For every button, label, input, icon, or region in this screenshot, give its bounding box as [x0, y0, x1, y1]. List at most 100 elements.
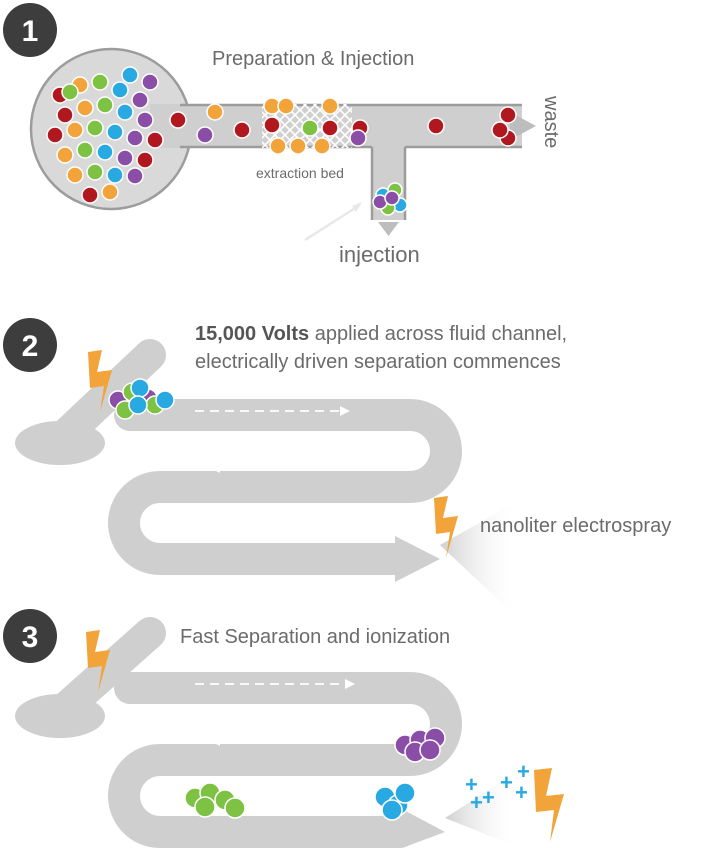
- flow-arrow-icon: [340, 520, 350, 530]
- sample-particle: [96, 143, 114, 161]
- injected-particle: [384, 190, 400, 206]
- sample-particle: [136, 111, 154, 129]
- ion-plus-sign: +: [470, 790, 483, 815]
- sample-particle: [61, 83, 79, 101]
- sample-plug-particle: [128, 395, 148, 415]
- blue-band-particle: [394, 782, 416, 804]
- channel-particle: [313, 137, 331, 155]
- electrospray-cone-3: [445, 770, 520, 848]
- ion-plus-sign: +: [517, 759, 530, 784]
- step-2-title-rest: applied across fluid channel,: [309, 323, 567, 345]
- flow-arrows-3: [185, 679, 375, 805]
- voltage-value: 15,000 Volts: [195, 323, 309, 345]
- channel-particle: [277, 97, 295, 115]
- step-3-particles: [184, 727, 446, 821]
- channel-particle: [169, 111, 187, 129]
- sample-particle: [126, 129, 144, 147]
- injection-arrow-icon: [378, 222, 399, 236]
- electrospray-label: nanoliter electrospray: [480, 515, 671, 537]
- separation-channel-2: [44, 339, 462, 575]
- channel-particle: [499, 106, 517, 124]
- sample-particle: [146, 131, 164, 149]
- step-2: 2 15,000 Volts applied across fluid chan…: [3, 318, 671, 620]
- injection-label: injection: [339, 242, 420, 267]
- separation-channel-3: [44, 617, 462, 848]
- step-badge-2: [3, 318, 57, 372]
- step-2-particles: [108, 378, 175, 420]
- waste-arrow-icon: [510, 112, 536, 140]
- sample-particle: [121, 66, 139, 84]
- sample-particle: [86, 119, 104, 137]
- green-band-particle: [194, 796, 216, 818]
- lightning-bolt-icon: [86, 630, 110, 692]
- lightning-bolt-icon: [88, 350, 112, 412]
- ion-plus-sign: +: [482, 785, 495, 810]
- sample-particle: [56, 146, 74, 164]
- sample-particle: [111, 81, 129, 99]
- channel-particle: [301, 119, 319, 137]
- waste-label: waste: [540, 95, 562, 148]
- ion-plus-sign: +: [500, 770, 513, 795]
- ion-plus-sign: +: [465, 772, 478, 797]
- sample-particle: [66, 121, 84, 139]
- flow-arrow-icon: [210, 736, 220, 746]
- step-badge-3: [3, 609, 57, 663]
- sample-particle: [126, 167, 144, 185]
- electrospray-cone-2: [440, 500, 520, 620]
- channel-particle: [289, 137, 307, 155]
- sample-particle: [66, 166, 84, 184]
- channel-particle: [233, 121, 251, 139]
- sample-particle: [96, 96, 114, 114]
- step-number-3: 3: [22, 621, 39, 654]
- ion-plus-sign: +: [515, 780, 528, 805]
- extraction-bed-label: extraction bed: [256, 165, 344, 181]
- sample-particle: [86, 163, 104, 181]
- channel-particle: [196, 126, 214, 144]
- step-2-title: 15,000 Volts applied across fluid channe…: [195, 323, 567, 345]
- step-2-title-line2: electrically driven separation commences: [195, 351, 561, 373]
- step-1-title: Preparation & Injection: [212, 48, 414, 70]
- purple-band-particle: [419, 739, 441, 761]
- step-3: 3 Fast Separation and ionization ++++++: [3, 609, 564, 848]
- flow-arrow-icon: [210, 463, 220, 473]
- step-number-2: 2: [22, 330, 39, 363]
- flow-arrow-icon: [345, 679, 355, 689]
- step-3-title: Fast Separation and ionization: [180, 626, 450, 648]
- sample-particle: [76, 141, 94, 159]
- sample-particle: [101, 183, 119, 201]
- channel-particle: [321, 119, 339, 137]
- sample-particle: [106, 123, 124, 141]
- sample-particle: [46, 126, 64, 144]
- flow-arrow-icon: [340, 795, 350, 805]
- lightning-bolt-icon: [534, 768, 564, 842]
- step-1: 1 Preparation & Injection waste extracti…: [3, 3, 562, 267]
- ion-plus-signs: ++++++: [465, 759, 530, 815]
- step-number-1: 1: [22, 15, 39, 48]
- sample-particle: [76, 99, 94, 117]
- step-1-particles: [46, 66, 517, 216]
- channel-particle: [427, 117, 445, 135]
- sample-particle: [131, 91, 149, 109]
- sample-plug-particle: [155, 390, 175, 410]
- green-band-particle: [224, 797, 246, 819]
- sample-particle: [91, 73, 109, 91]
- injection-pointer: [304, 203, 361, 242]
- flow-arrow-icon: [340, 406, 350, 416]
- channel-particle: [206, 103, 224, 121]
- flow-arrows-2: [185, 406, 375, 530]
- sample-particle: [116, 103, 134, 121]
- sample-particle: [56, 106, 74, 124]
- sample-particle: [141, 73, 159, 91]
- channel-arrow-2: [395, 536, 440, 582]
- sample-particle: [106, 166, 124, 184]
- channel-particle: [491, 121, 509, 139]
- step-badge-1: [3, 3, 57, 57]
- sample-plug-particle: [130, 378, 150, 398]
- channel-particle: [321, 97, 339, 115]
- channel-particle: [269, 137, 287, 155]
- channel-particle: [349, 129, 367, 147]
- sample-particle: [81, 186, 99, 204]
- channel-arrow-3: [402, 809, 445, 848]
- sample-particle: [116, 149, 134, 167]
